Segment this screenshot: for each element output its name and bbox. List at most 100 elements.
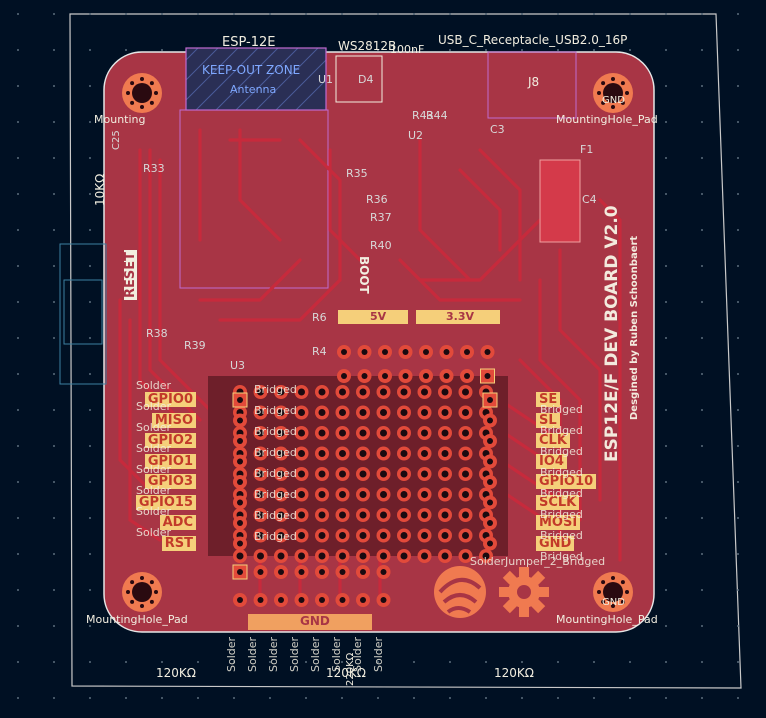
antenna-label: Antenna xyxy=(230,83,277,96)
solder-label-bottom-2: Solder xyxy=(267,636,280,672)
resistor-value-2: 120KΩ xyxy=(326,666,366,680)
left-pin-miso: MISO xyxy=(151,412,196,428)
keepout-zone xyxy=(186,48,326,110)
j3v3-pad xyxy=(416,310,500,324)
bridged-label-left-6: Bridged xyxy=(254,509,297,522)
ref-r40: R40 xyxy=(370,239,392,252)
j5v-label: 5V xyxy=(370,310,387,323)
bridged-label-left-1: Bridged xyxy=(254,404,297,417)
ref-c25: C25 xyxy=(111,130,122,150)
right-pin-mosi: MOSI xyxy=(536,515,581,530)
right-pin-io4: IO4 xyxy=(536,453,567,469)
bridged-label-right-6: Bridged xyxy=(540,529,583,542)
right-pin-se: SE xyxy=(536,392,561,407)
resistor-value-0: 10KΩ xyxy=(93,173,107,206)
bridged-label-right-7: Bridged xyxy=(540,550,583,563)
right-pin-gpio10: GPIO10 xyxy=(536,474,597,489)
left-pin-gpio3: GPIO3 xyxy=(144,474,196,489)
cap-top-label: 100nF xyxy=(390,43,425,56)
ref-r33: R33 xyxy=(143,162,165,175)
page-frame xyxy=(69,13,742,689)
bridged-label-left-4: Bridged xyxy=(254,467,297,480)
solder-label-left-2: Solder xyxy=(136,421,172,434)
resistor-value-1: 120KΩ xyxy=(156,666,196,680)
solder-label-left-6: Solder xyxy=(136,505,172,518)
espressif-logo xyxy=(434,566,486,618)
solder-label-bottom-4: Solder xyxy=(309,636,322,672)
mounting-short-label: Mounting xyxy=(94,113,146,126)
side-outline xyxy=(59,243,107,385)
ref-r35: R35 xyxy=(346,167,368,180)
ref-r36: R36 xyxy=(366,193,388,206)
module-label: ESP-12E xyxy=(222,35,276,50)
board-title: ESP12E/F DEV BOARD V2.0 xyxy=(602,205,622,462)
solder-label-bottom-6: Solder xyxy=(351,636,364,672)
ref-u1: U1 xyxy=(318,73,334,86)
bridged-label-right-5: Bridged xyxy=(540,508,583,521)
gnd-strip-label: GND xyxy=(300,614,330,628)
solder-label-left-4: Solder xyxy=(136,463,172,476)
solder-label-left-0: Solder xyxy=(136,379,172,392)
ref-c3: C3 xyxy=(490,123,505,136)
mh-gnd-br: GND xyxy=(602,597,625,608)
ref-u3: U3 xyxy=(230,359,246,372)
ref-u2: U2 xyxy=(408,129,424,142)
ref-r4: R4 xyxy=(312,345,327,358)
boot-label: BOOT xyxy=(357,256,371,294)
mounting-label-bl: MountingHole_Pad xyxy=(86,613,188,626)
ref-r6: R6 xyxy=(312,311,327,324)
ws2812b-outline xyxy=(335,55,383,103)
solder-label-left-7: Solder xyxy=(136,526,172,539)
left-pin-gpio2: GPIO2 xyxy=(144,433,196,448)
bridged-label-right-2: Bridged xyxy=(540,445,583,458)
right-pin-clk: CLK xyxy=(536,433,570,448)
header-pads xyxy=(232,345,498,607)
ref-r38: R38 xyxy=(146,327,168,340)
keepout-label: KEEP-OUT ZONE xyxy=(202,63,301,77)
left-pin-adc: ADC xyxy=(159,515,196,530)
ref-r37: R37 xyxy=(370,211,392,224)
ref-f1: F1 xyxy=(580,143,594,156)
bridged-label-left-7: Bridged xyxy=(254,530,297,543)
proto-holes xyxy=(233,385,493,563)
mounting-label-br: MountingHole_Pad xyxy=(556,613,658,626)
usb-label: USB_C_Receptacle_USB2.0_16P xyxy=(438,33,628,47)
ref-r44: R44 xyxy=(426,109,448,122)
board-designer: Desgined by Ruben Schoonbaert xyxy=(629,235,640,420)
mounting-label-tr: MountingHole_Pad xyxy=(556,113,658,126)
solder-label-left-1: Solder xyxy=(136,400,172,413)
usb-outline xyxy=(487,51,577,119)
esp-courtyard xyxy=(179,109,329,289)
solder-label-bottom-0: Solder xyxy=(225,636,238,672)
fuse-f1 xyxy=(539,159,581,243)
solder-label-bottom-7: Solder xyxy=(372,636,385,672)
right-pin-sl: SL xyxy=(536,412,560,428)
solder-jumper-label: SolderJumper_2_Bridged xyxy=(470,555,606,568)
bridged-label-right-0: Bridged xyxy=(540,403,583,416)
j3v3-label: 3.3V xyxy=(446,310,474,323)
solder-label-left-5: Solder xyxy=(136,484,172,497)
bridged-label-left-5: Bridged xyxy=(254,488,297,501)
left-pin-gpio1: GPIO1 xyxy=(144,453,196,469)
mh-gnd-tr: GND xyxy=(602,95,625,106)
gnd-strip xyxy=(248,614,372,630)
j8-label: J8 xyxy=(528,75,540,89)
bridged-label-right-4: Bridged xyxy=(540,487,583,500)
bridged-label-left-2: Bridged xyxy=(254,425,297,438)
solder-label-bottom-5: Solder xyxy=(330,636,343,672)
bridged-label-left-0: Bridged xyxy=(254,383,297,396)
right-pin-sclk: SCLK xyxy=(536,494,580,510)
right-pin-gnd: GND xyxy=(536,535,575,551)
bridged-label-left-3: Bridged xyxy=(254,446,297,459)
mounting-holes xyxy=(122,73,633,612)
ref-r39: R39 xyxy=(184,339,206,352)
ref-c4: C4 xyxy=(582,193,597,206)
solder-label-bottom-3: Solder xyxy=(288,636,301,672)
left-pin-rst: RST xyxy=(161,535,196,551)
solder-label-bottom-1: Solder xyxy=(246,636,259,672)
bridged-label-right-3: Bridged xyxy=(540,466,583,479)
ref-d4: D4 xyxy=(358,73,374,86)
j5v-pad xyxy=(338,310,408,324)
ref-r43: R43 xyxy=(412,109,434,122)
